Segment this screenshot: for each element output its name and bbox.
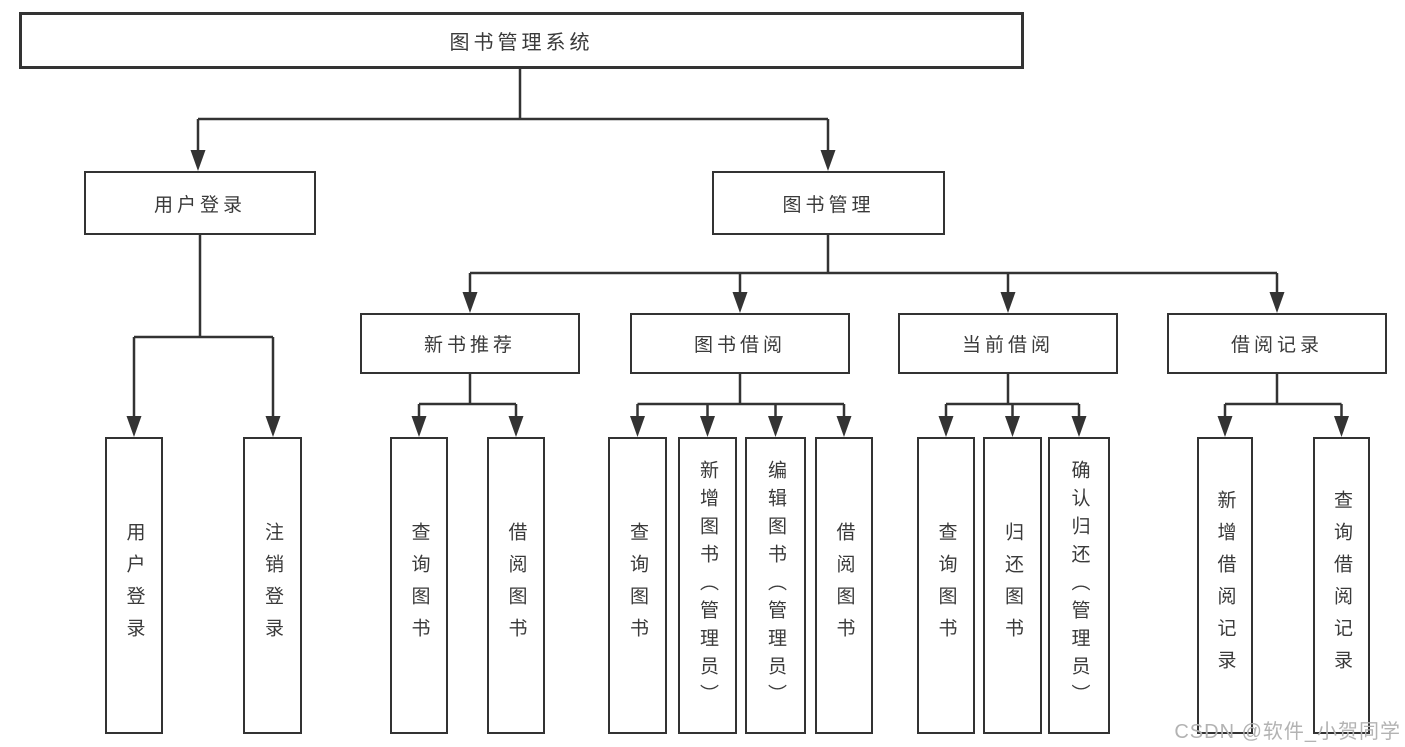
leaf-query-books-borrowing: 查询图书 [608, 437, 667, 734]
arrow-down-icon [836, 416, 852, 437]
leaf-add-books-admin: 新增图书（管理员） [678, 437, 737, 734]
leaf-logout-login: 注销登录 [243, 437, 302, 734]
leaf-confirm-return-admin-label: 确认归还（管理员） [1068, 459, 1090, 712]
leaf-borrow-books-borrowing: 借阅图书 [815, 437, 873, 734]
arrow-down-icon [630, 416, 645, 437]
leaf-query-books-borrowing-label: 查询图书 [627, 521, 648, 650]
node-current-borrowing: 当前借阅 [898, 313, 1118, 374]
connector-current-borrowing-to-leaves [938, 374, 1087, 437]
leaf-query-books-recommend: 查询图书 [390, 437, 448, 734]
node-new-book-recommend: 新书推荐 [360, 313, 580, 374]
leaf-add-books-admin-label: 新增图书（管理员） [697, 459, 718, 712]
node-book-management-label: 图书管理 [782, 194, 875, 216]
leaf-query-borrow-record: 查询借阅记录 [1313, 437, 1370, 734]
leaf-query-books-recommend-label: 查询图书 [408, 521, 430, 650]
arrow-down-icon [700, 416, 715, 437]
node-book-borrowing-label: 图书借阅 [693, 335, 786, 356]
connector-root-to-level2 [190, 69, 836, 171]
leaf-borrow-books-recommend: 借阅图书 [487, 437, 545, 734]
connector-new-book-recommend-to-leaves [411, 374, 524, 437]
leaf-confirm-return-admin: 确认归还（管理员） [1048, 437, 1110, 734]
arrow-down-icon [411, 416, 427, 437]
arrow-down-icon [1217, 416, 1233, 437]
connector-book-management-to-level3 [462, 235, 1285, 313]
arrow-down-icon [126, 416, 142, 437]
arrow-down-icon [1334, 416, 1349, 437]
node-borrow-records: 借阅记录 [1167, 313, 1387, 374]
leaf-return-books-label: 归还图书 [1002, 521, 1023, 650]
arrow-down-icon [1269, 292, 1285, 313]
arrow-down-icon [768, 416, 783, 437]
csdn-watermark: CSDN @软件_小贺同学 [1174, 721, 1401, 743]
node-root-system: 图书管理系统 [19, 12, 1024, 69]
leaf-return-books: 归还图书 [983, 437, 1042, 734]
connector-user-login-to-leaves [126, 235, 281, 437]
arrow-down-icon [508, 416, 524, 437]
connector-borrow-records-to-leaves [1217, 374, 1349, 437]
leaf-borrow-books-borrowing-label: 借阅图书 [833, 521, 855, 650]
node-user-login: 用户登录 [84, 171, 316, 235]
node-book-management: 图书管理 [712, 171, 945, 235]
arrow-down-icon [938, 416, 954, 437]
arrow-down-icon [732, 292, 748, 313]
connector-book-borrowing-to-leaves [630, 374, 852, 437]
arrow-down-icon [1005, 416, 1020, 437]
arrow-down-icon [265, 416, 281, 437]
leaf-user-login-label: 用户登录 [123, 521, 145, 650]
node-new-book-recommend-label: 新书推荐 [423, 335, 516, 356]
leaf-query-books-current: 查询图书 [917, 437, 975, 734]
arrow-down-icon [462, 292, 478, 313]
leaf-edit-books-admin: 编辑图书（管理员） [745, 437, 806, 734]
arrow-down-icon [190, 150, 206, 171]
leaf-edit-books-admin-label: 编辑图书（管理员） [765, 459, 786, 712]
leaf-logout-login-label: 注销登录 [262, 521, 283, 650]
node-current-borrowing-label: 当前借阅 [961, 335, 1054, 356]
arrow-down-icon [1000, 292, 1016, 313]
arrow-down-icon [820, 150, 836, 171]
node-root-label: 图书管理系统 [449, 32, 594, 54]
leaf-query-borrow-record-label: 查询借阅记录 [1331, 489, 1352, 682]
node-user-login-label: 用户登录 [153, 194, 246, 216]
node-borrow-records-label: 借阅记录 [1230, 335, 1323, 356]
leaf-add-borrow-record: 新增借阅记录 [1197, 437, 1253, 734]
leaf-query-books-current-label: 查询图书 [935, 521, 957, 650]
leaf-user-login: 用户登录 [105, 437, 163, 734]
leaf-borrow-books-recommend-label: 借阅图书 [505, 521, 527, 650]
node-book-borrowing: 图书借阅 [630, 313, 850, 374]
arrow-down-icon [1071, 416, 1087, 437]
leaf-add-borrow-record-label: 新增借阅记录 [1214, 489, 1236, 682]
